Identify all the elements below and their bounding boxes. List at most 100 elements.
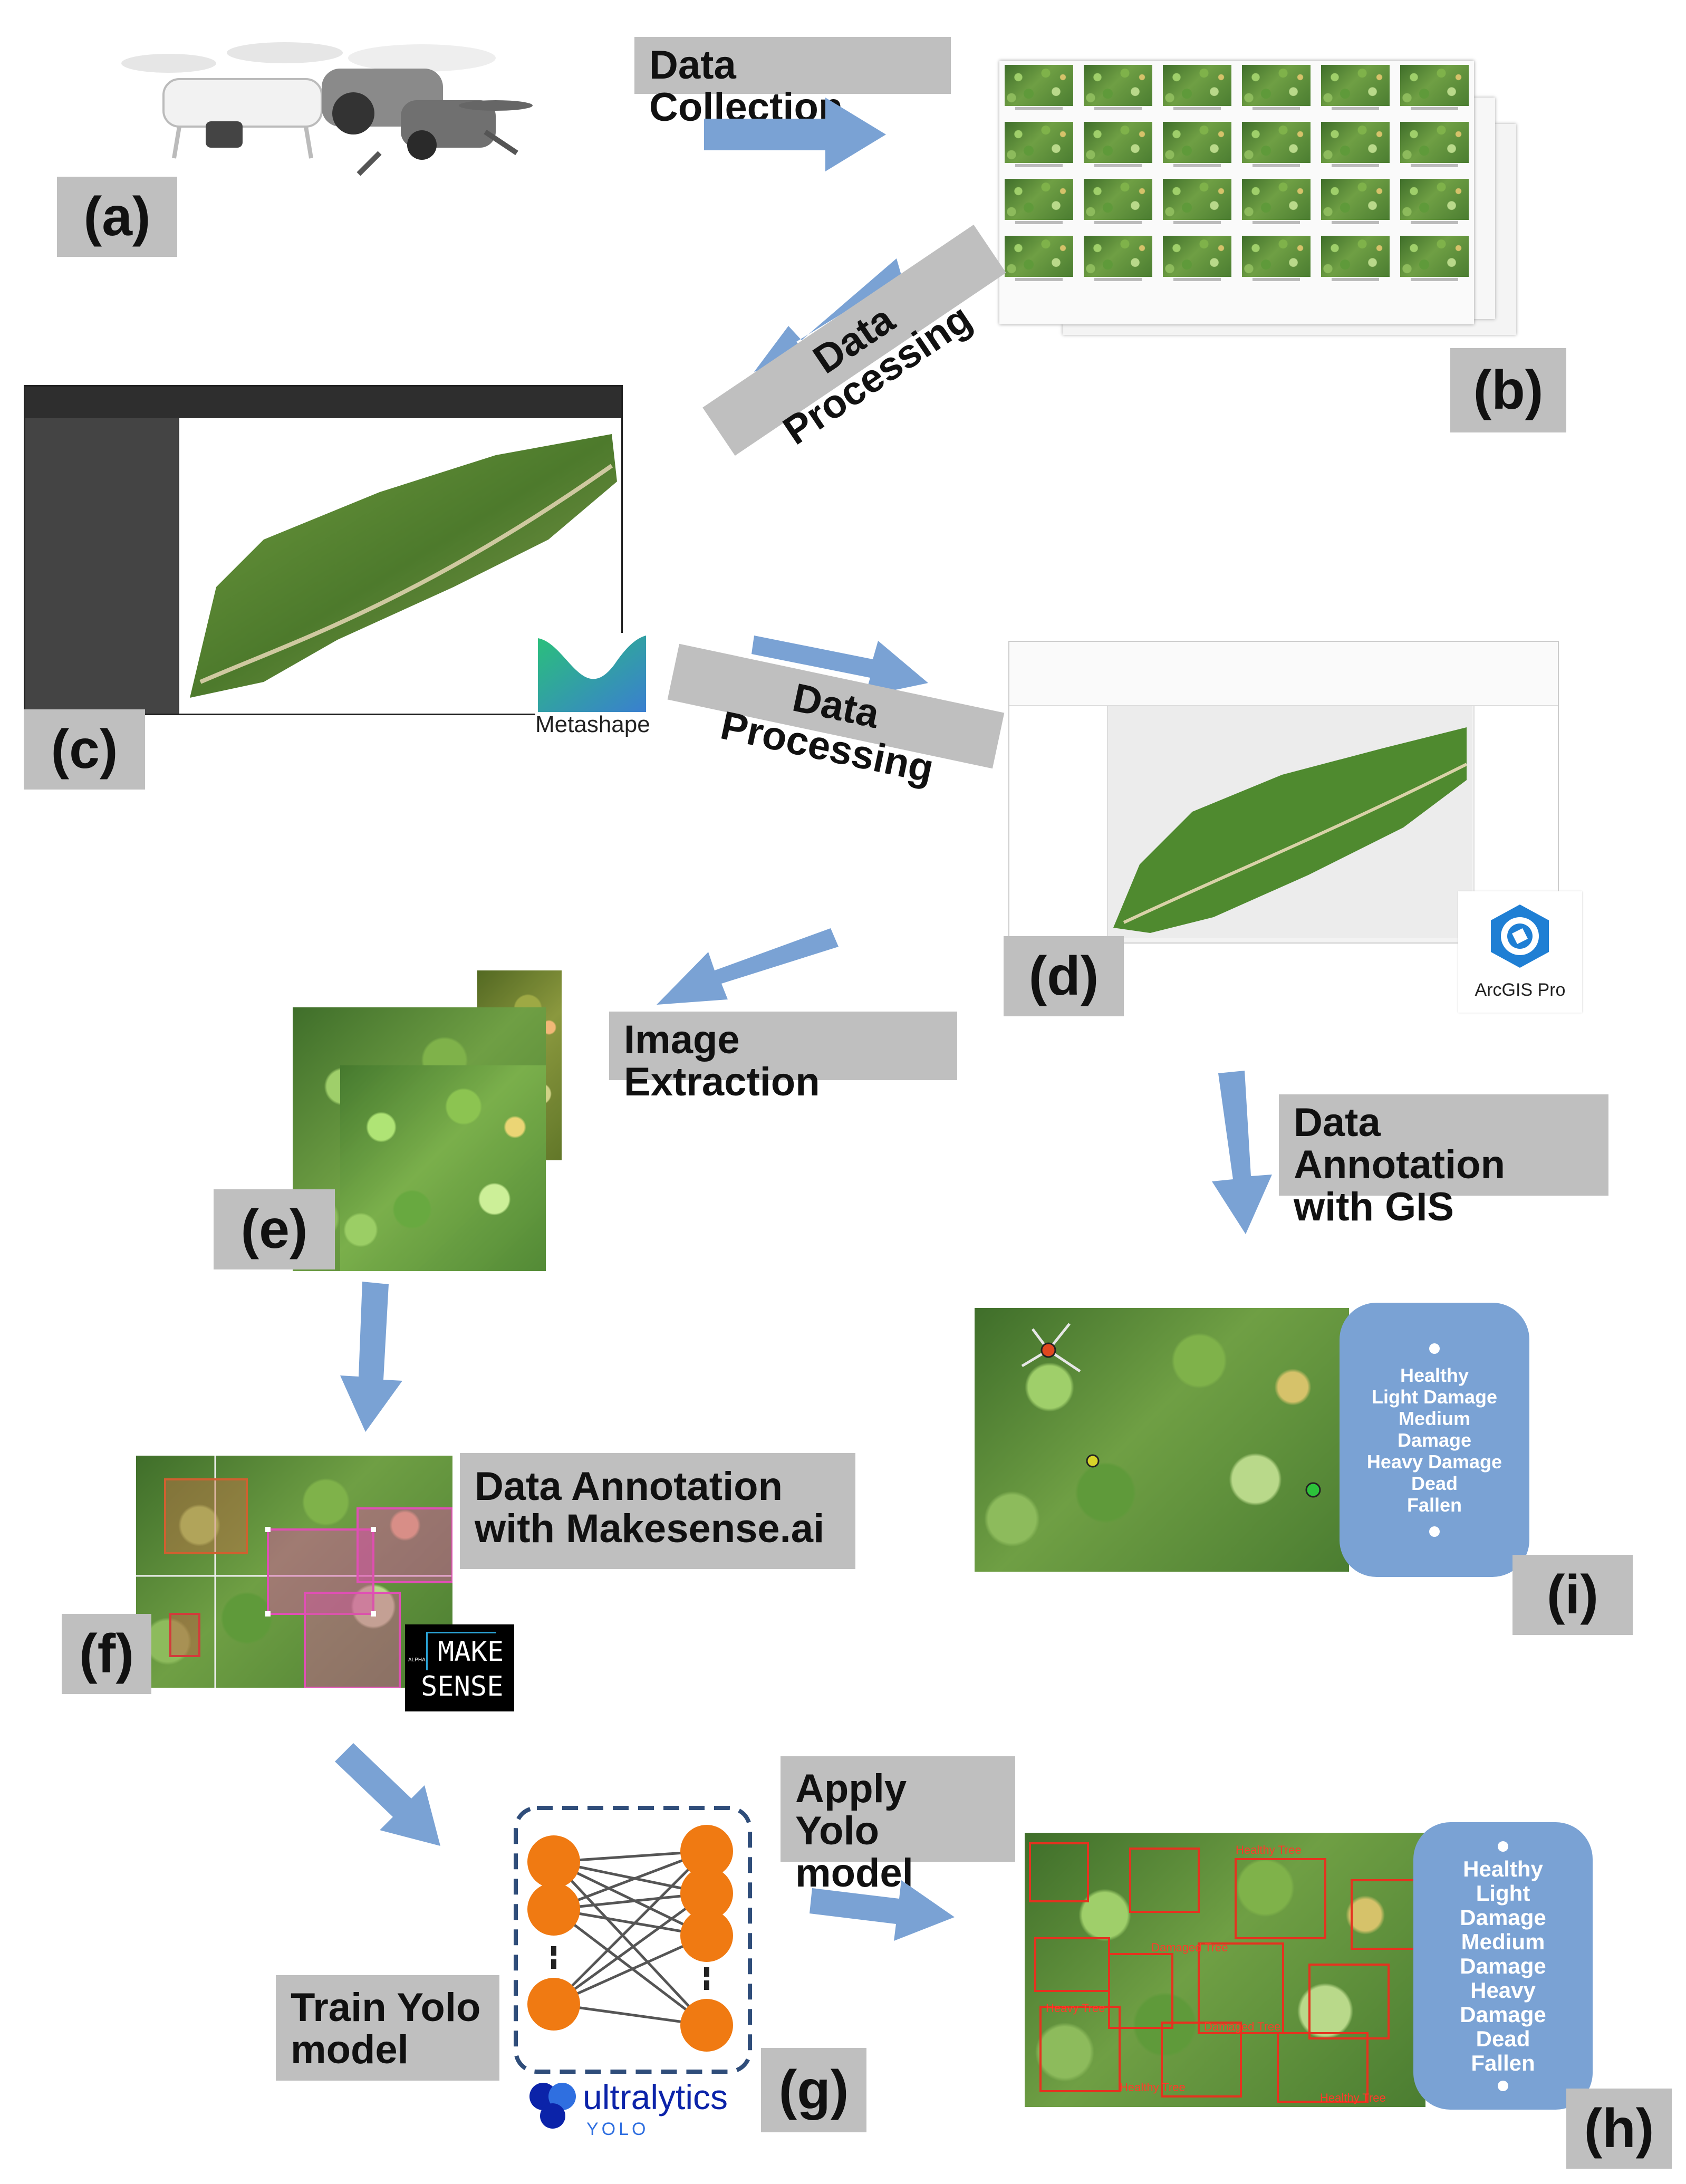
bullet-bottom <box>1429 1526 1440 1537</box>
bullet-top <box>1429 1343 1440 1354</box>
thumbnail <box>1400 65 1469 106</box>
nn-node <box>680 1999 733 2052</box>
arrow-image-extraction <box>657 928 839 1005</box>
neural-network-diagram <box>512 1804 754 2083</box>
class-h-item-3: Medium <box>1461 1929 1545 1954</box>
nn-connection <box>553 1908 708 2026</box>
ultralytics-yolo-text: YOLO <box>586 2119 649 2139</box>
metashape-logo-text: Metashape <box>535 711 650 737</box>
thumbnail-caption <box>1253 278 1300 281</box>
nn-node <box>527 1978 580 2031</box>
class-i-item-5: Dead <box>1411 1472 1458 1494</box>
detection-label: Healthy Tree <box>1120 2081 1186 2094</box>
step-annotation-gis-line2: with GIS <box>1294 1185 1454 1229</box>
thumbnail <box>1242 179 1311 220</box>
drone-image <box>84 21 538 179</box>
panel-label-e: (e) <box>214 1189 335 1269</box>
makesense-annotated-image <box>136 1456 452 1688</box>
class-h-item-8: Fallen <box>1471 2050 1535 2075</box>
image-thumbnail-grid <box>999 61 1516 340</box>
thumbnail <box>1084 65 1152 106</box>
thumbnail-caption <box>1015 278 1063 281</box>
thumbnail <box>1005 179 1073 220</box>
thumbnail <box>1163 122 1231 163</box>
thumbnail <box>1005 65 1073 106</box>
thumbnail <box>1242 122 1311 163</box>
thumbnail-caption <box>1015 221 1063 224</box>
nn-node <box>680 1825 733 1878</box>
thumbnail-caption <box>1411 107 1458 110</box>
nn-ellipsis <box>704 1980 709 1990</box>
step-train-yolo: Train Yolo model <box>276 1975 499 2081</box>
nn-node <box>527 1883 580 1936</box>
detection-label: Damaged Tree <box>1151 1941 1228 1954</box>
thumbnail-caption <box>1253 164 1300 167</box>
step-apply-yolo-line1: Apply Yolo <box>795 1766 907 1853</box>
thumbnail <box>1400 236 1469 277</box>
panel-label-i: (i) <box>1512 1555 1633 1635</box>
thumbnail-caption <box>1411 278 1458 281</box>
step-apply-yolo-line2: model <box>795 1851 913 1896</box>
detection-box <box>1308 1964 1390 2039</box>
thumbnail <box>1321 65 1390 106</box>
step-apply-yolo: Apply Yolo model <box>781 1756 1015 1894</box>
class-i-item-3: Damage <box>1397 1429 1472 1451</box>
makesense-logo-line1: MAKE <box>438 1636 504 1668</box>
detection-box <box>1034 1937 1110 1992</box>
panel-label-f: (f) <box>62 1614 151 1694</box>
thumbnail-caption <box>1094 164 1142 167</box>
nn-ellipsis <box>704 1967 709 1977</box>
thumbnail-caption <box>1332 164 1379 167</box>
thumbnail-caption <box>1332 107 1379 110</box>
class-h-item-6: Damage <box>1460 2002 1546 2027</box>
thumbnail <box>1400 122 1469 163</box>
class-h-item-4: Damage <box>1460 1953 1546 1978</box>
panel-label-d: (d) <box>1004 936 1124 1016</box>
detection-box <box>1129 1848 1200 1913</box>
thumbnail-caption <box>1253 221 1300 224</box>
class-i-item-6: Fallen <box>1406 1494 1462 1516</box>
thumbnail <box>1321 236 1390 277</box>
thumbnail <box>1005 122 1073 163</box>
step-image-extraction: Image Extraction <box>609 1012 957 1103</box>
arrow-collection <box>704 98 886 171</box>
detection-box <box>1161 2022 1242 2098</box>
class-h-item-7: Dead <box>1476 2026 1530 2051</box>
nn-ellipsis <box>551 1946 556 1956</box>
thumbnail-caption <box>1173 221 1221 224</box>
metashape-logo: Metashape <box>535 633 650 744</box>
arrow-annotation-gis <box>1212 1071 1272 1234</box>
thumbnail <box>1163 179 1231 220</box>
thumbnail-caption <box>1094 278 1142 281</box>
thumbnail-caption <box>1094 221 1142 224</box>
bullet-bottom-h <box>1498 2080 1508 2091</box>
nn-ellipsis <box>551 1959 556 1969</box>
class-h-item-0: Healthy <box>1463 1856 1543 1881</box>
class-i-item-4: Heavy Damage <box>1366 1450 1502 1473</box>
class-h-item-2: Damage <box>1460 1904 1546 1930</box>
arrow-extraction-to-annotation <box>340 1282 402 1432</box>
arrow-apply-yolo <box>810 1880 955 1941</box>
step-annotation-makesense: Data Annotation with Makesense.ai <box>460 1453 855 1569</box>
detection-box <box>1029 1842 1089 1902</box>
thumbnail <box>1163 236 1231 277</box>
detection-box <box>1039 2006 1121 2092</box>
thumbnail <box>1084 179 1152 220</box>
makesense-logo: ALPHA MAKE SENSE <box>405 1624 514 1711</box>
step-data-collection: Data Collection <box>634 37 951 129</box>
class-h-item-5: Heavy <box>1470 1977 1536 2003</box>
nn-connection <box>553 1934 708 2006</box>
detection-label: Healthy Tree <box>1320 2091 1386 2104</box>
nn-node <box>680 1909 733 1962</box>
panel-label-h: (h) <box>1566 2089 1672 2169</box>
detection-box <box>1108 1953 1173 2029</box>
step-train-yolo-line1: Train Yolo <box>291 1985 481 2030</box>
thumbnail-caption <box>1411 164 1458 167</box>
panel-label-c: (c) <box>24 709 145 790</box>
thumbnail-caption <box>1411 221 1458 224</box>
detection-box <box>1235 1858 1326 1939</box>
arrow-to-training <box>335 1743 440 1846</box>
thumbnail-caption <box>1173 164 1221 167</box>
